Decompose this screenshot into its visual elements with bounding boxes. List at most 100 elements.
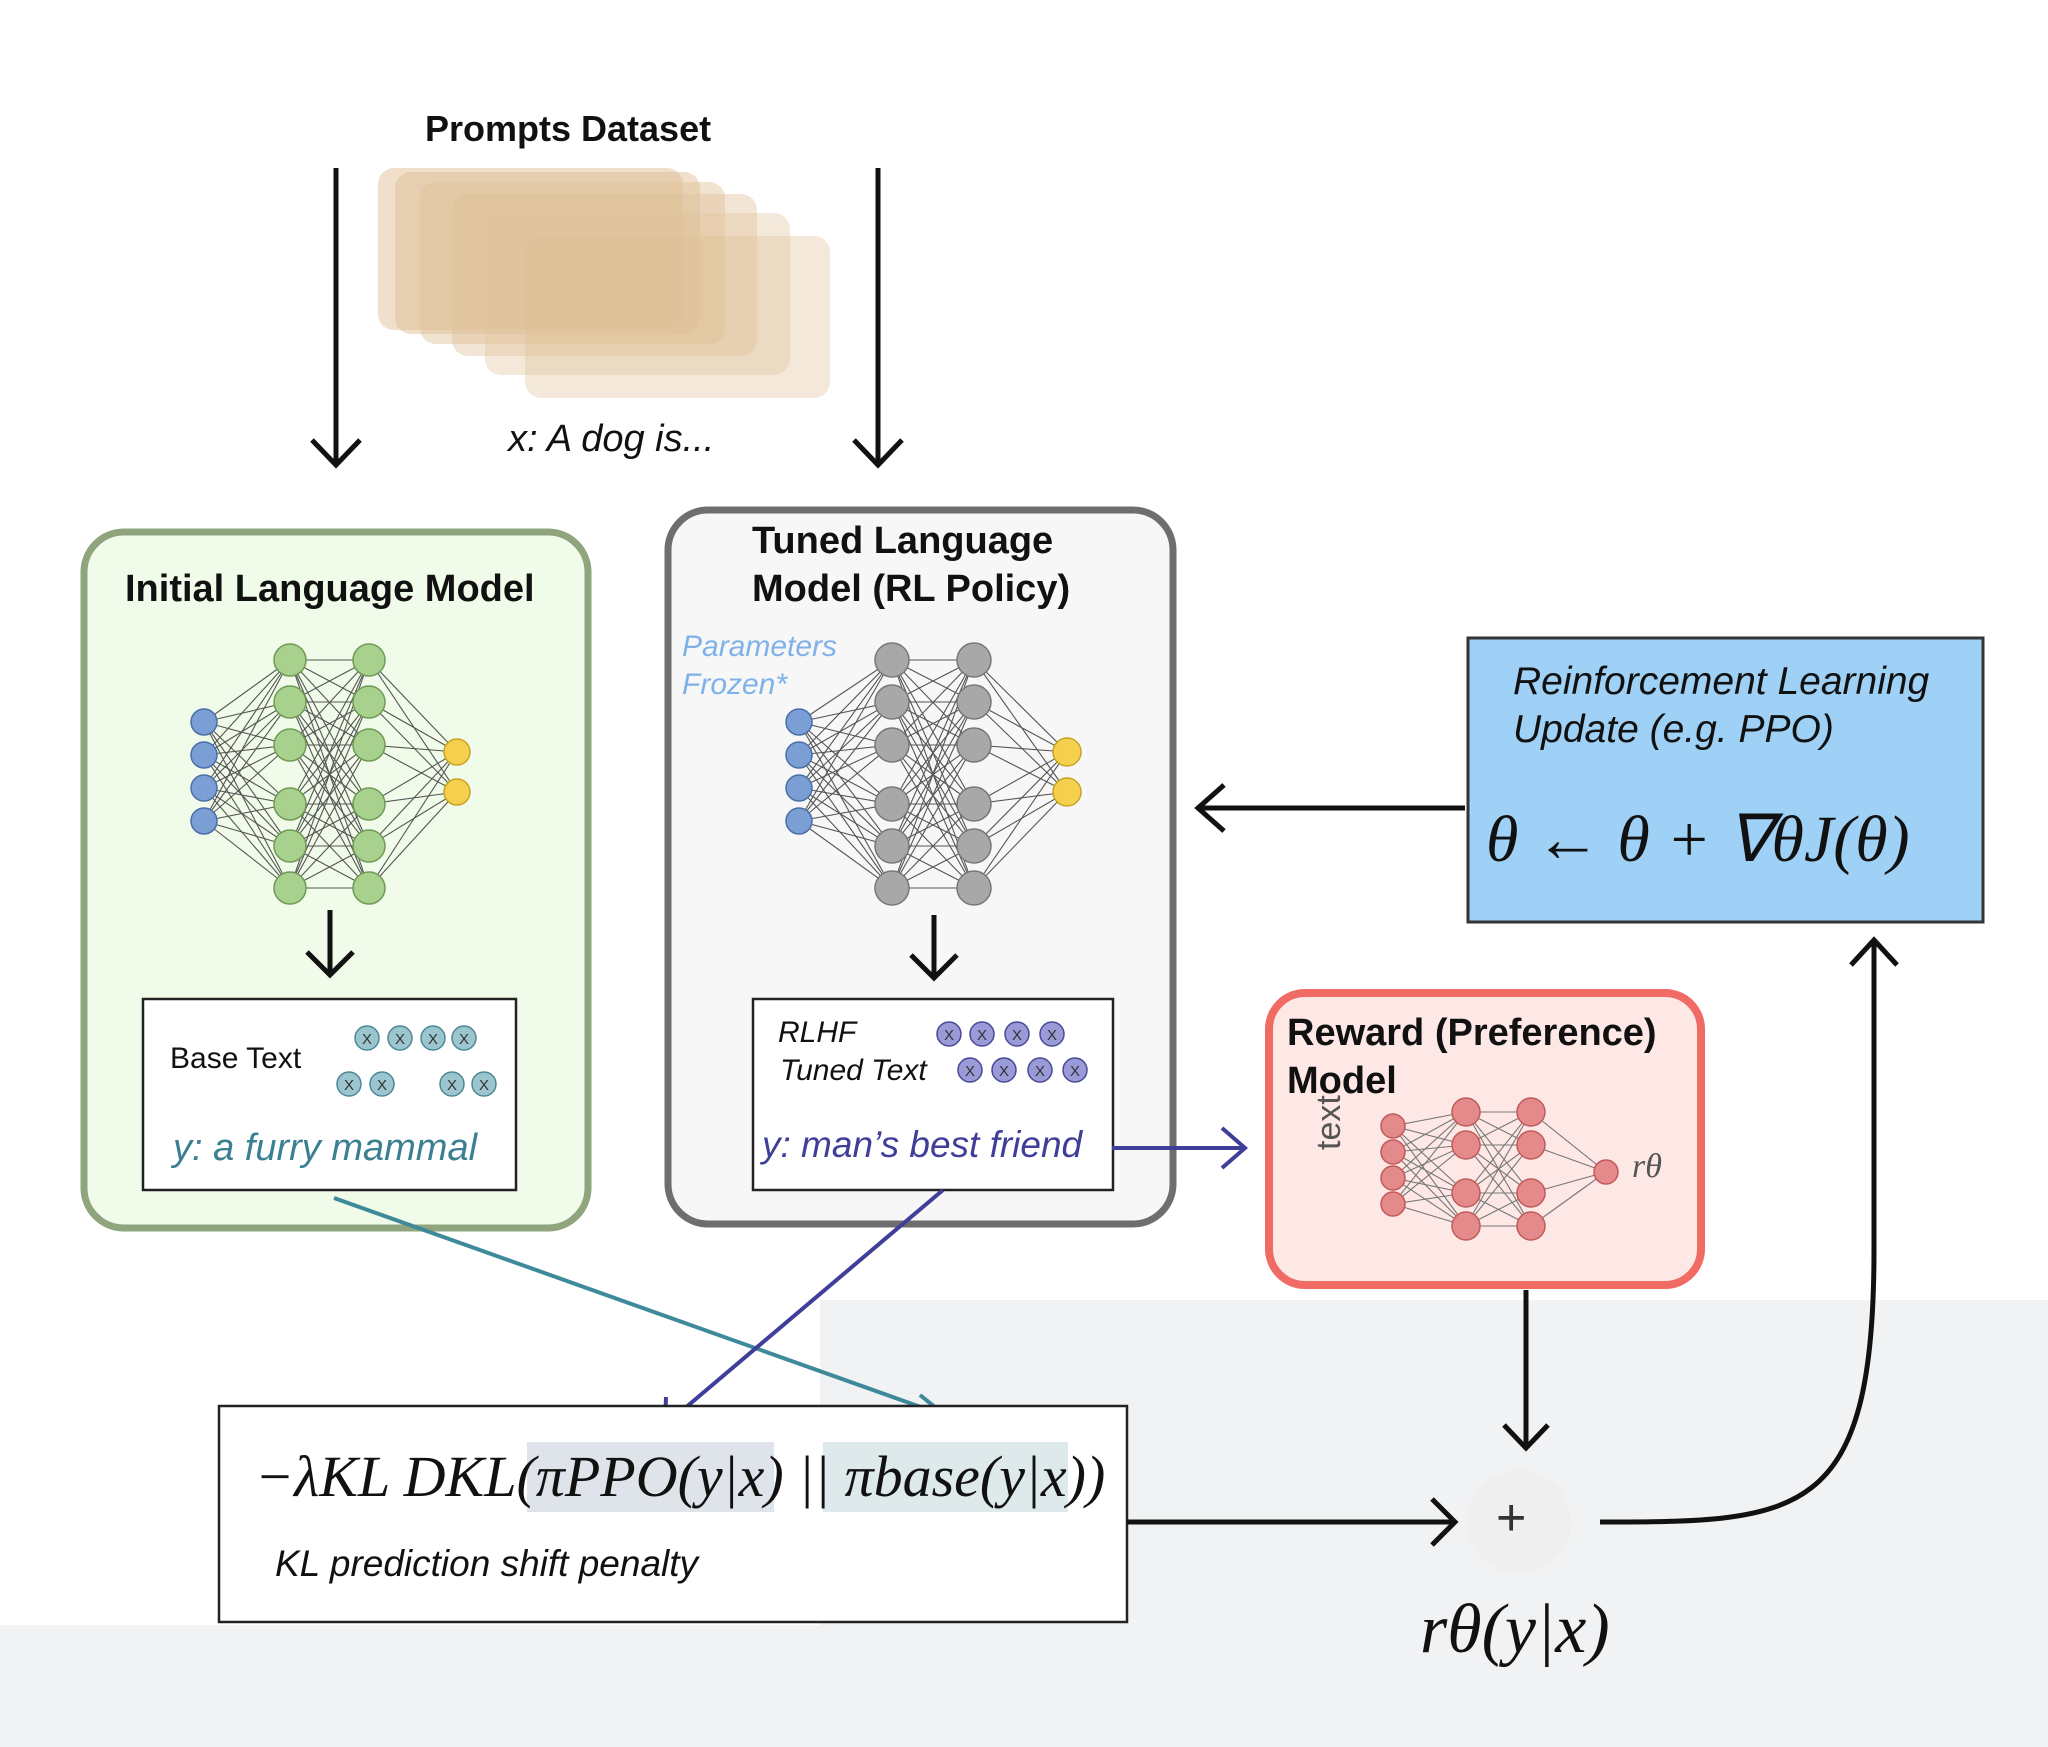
reward-net-node bbox=[1451, 1178, 1481, 1208]
tuned-net-edge bbox=[798, 659, 893, 822]
initial-net-node bbox=[273, 829, 307, 863]
tuned-net-edge bbox=[798, 820, 893, 889]
initial-net-edge bbox=[368, 751, 458, 805]
tuned-net-node bbox=[956, 684, 992, 720]
tuned-net-edge bbox=[798, 721, 893, 889]
base-text-label: Base Text bbox=[170, 1042, 302, 1075]
tuned-net-edge bbox=[798, 744, 893, 822]
tuned-net-edge bbox=[798, 701, 893, 789]
initial-net-edge bbox=[289, 659, 370, 746]
prompt-example: x: A dog is... bbox=[508, 418, 715, 460]
initial-net-edge bbox=[203, 820, 291, 889]
token-circle bbox=[1004, 1021, 1030, 1047]
tuned-net-node bbox=[785, 774, 813, 802]
reward-net-edge bbox=[1392, 1151, 1467, 1227]
token-symbol: X bbox=[362, 1031, 372, 1048]
tuned-net-node bbox=[785, 708, 813, 736]
tuned-model-network bbox=[785, 642, 1082, 906]
reward-model-title-line1: Reward (Preference) bbox=[1287, 1012, 1657, 1054]
rl-update-formula: θ ← θ + ∇θJ(θ) bbox=[1486, 803, 1910, 876]
reward-net-node bbox=[1380, 1113, 1406, 1139]
tuned-net-edge bbox=[891, 744, 975, 889]
initial-net-edge bbox=[203, 659, 291, 822]
tuned-text-example: y: man’s best friend bbox=[762, 1124, 1083, 1165]
initial-net-edge bbox=[203, 701, 291, 756]
token-circle bbox=[1039, 1021, 1065, 1047]
tuned-net-edge bbox=[973, 791, 1068, 889]
reward-net-node bbox=[1516, 1097, 1546, 1127]
arrow-base-to-kl bbox=[333, 1196, 947, 1418]
tuned-net-node bbox=[956, 828, 992, 864]
token-symbol: X bbox=[428, 1031, 438, 1048]
initial-net-node bbox=[190, 741, 218, 769]
initial-net-node bbox=[352, 787, 386, 821]
initial-net-edge bbox=[203, 721, 291, 889]
token-circle bbox=[420, 1025, 446, 1051]
reward-net-node bbox=[1516, 1178, 1546, 1208]
reward-net-node bbox=[1451, 1097, 1481, 1127]
initial-net-edge bbox=[203, 787, 291, 889]
initial-net-edge bbox=[203, 659, 291, 756]
initial-net-node bbox=[273, 643, 307, 677]
initial-net-edge bbox=[368, 659, 458, 793]
initial-net-node bbox=[352, 643, 386, 677]
initial-net-node bbox=[443, 738, 471, 766]
sum-symbol: + bbox=[1496, 1489, 1527, 1547]
initial-net-edge bbox=[368, 701, 458, 753]
tuned-net-edge bbox=[973, 659, 1068, 793]
token-circle bbox=[336, 1071, 362, 1097]
token-circle bbox=[369, 1071, 395, 1097]
initial-net-node bbox=[273, 728, 307, 762]
initial-net-edge bbox=[203, 721, 291, 847]
prompts-dataset-title: Prompts Dataset bbox=[425, 108, 712, 149]
initial-net-node bbox=[273, 871, 307, 905]
prompt-card-stack bbox=[378, 168, 830, 398]
tuned-net-node bbox=[956, 870, 992, 906]
reward-net-node bbox=[1451, 1211, 1481, 1241]
reward-model-title-line2: Model bbox=[1287, 1060, 1397, 1102]
initial-net-node bbox=[190, 774, 218, 802]
tuned-net-node bbox=[874, 786, 910, 822]
initial-net-edge bbox=[368, 751, 458, 889]
initial-net-node bbox=[443, 778, 471, 806]
tuned-net-edge bbox=[798, 701, 893, 822]
initial-net-node bbox=[352, 685, 386, 719]
reward-net-edge bbox=[1530, 1111, 1607, 1173]
tuned-net-node bbox=[1052, 777, 1082, 807]
token-circle bbox=[1027, 1057, 1053, 1083]
initial-net-edge bbox=[289, 803, 370, 889]
initial-net-edge bbox=[203, 701, 291, 822]
initial-net-edge bbox=[289, 744, 370, 889]
initial-net-edge bbox=[368, 701, 458, 793]
arrow-initial-output-head bbox=[305, 950, 355, 979]
reward-net-node bbox=[1593, 1159, 1619, 1185]
token-symbol: X bbox=[977, 1027, 987, 1044]
initial-net-edge bbox=[289, 659, 370, 847]
reward-input-label: text bbox=[1310, 1095, 1348, 1150]
tuned-net-edge bbox=[798, 787, 893, 847]
initial-net-edge bbox=[203, 701, 291, 789]
initial-model-title: Initial Language Model bbox=[125, 568, 535, 610]
reward-net-edge bbox=[1392, 1111, 1467, 1179]
arrow-sum-to-rl bbox=[1599, 942, 1877, 1525]
tuned-net-edge bbox=[798, 701, 893, 756]
initial-net-node bbox=[352, 728, 386, 762]
arrow-kl-to-sum-head bbox=[1430, 1497, 1459, 1547]
token-symbol: X bbox=[1012, 1027, 1022, 1044]
token-symbol: X bbox=[999, 1063, 1009, 1080]
rl-update-title-line2: Update (e.g. PPO) bbox=[1513, 708, 1834, 751]
token-symbol: X bbox=[1047, 1027, 1057, 1044]
arrow-reward-to-sum-head bbox=[1502, 1423, 1550, 1452]
tuned-net-edge bbox=[891, 659, 975, 746]
token-symbol: X bbox=[944, 1027, 954, 1044]
token-circle bbox=[991, 1057, 1017, 1083]
tuned-net-edge bbox=[891, 659, 975, 805]
token-circle bbox=[354, 1025, 380, 1051]
tuned-net-node bbox=[1052, 737, 1082, 767]
initial-net-edge bbox=[203, 754, 291, 889]
rl-update-title-line1: Reinforcement Learning bbox=[1513, 660, 1930, 703]
initial-net-edge bbox=[203, 744, 291, 822]
tuned-net-edge bbox=[798, 787, 893, 889]
